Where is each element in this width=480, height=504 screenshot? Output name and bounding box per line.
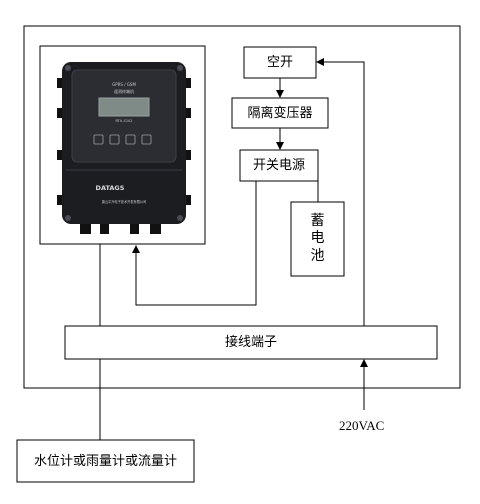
device-brand-logo: DATAGS: [96, 184, 125, 192]
device-top-label-1: GPRS / GSM: [112, 82, 136, 87]
terminal-to-air-switch-arrow: [316, 58, 365, 326]
battery-box: [290, 201, 345, 277]
switching-power-box: [239, 149, 319, 182]
isolation-transformer-label: 隔离变压器: [247, 105, 313, 121]
switching-power-label: 开关电源: [252, 158, 305, 173]
battery-char-2: 电: [310, 230, 325, 247]
device-screen-caption: RTU-S102: [115, 119, 132, 123]
air-switch-label: 空开: [266, 55, 293, 70]
battery-label: 蓄 电 池: [291, 202, 344, 276]
power-to-rtu-arrow: [132, 181, 257, 306]
rtu-device-image: GPRS / GSM 遥测终端机 RTU-S102 DATAGS 唐山平升电子技…: [57, 62, 191, 234]
outer-frame: [23, 25, 461, 389]
ac-input-label: 220VAC: [339, 418, 385, 433]
terminal-block-box: [64, 325, 438, 360]
sensor-label: 水位计或雨量计或流量计: [33, 453, 177, 469]
battery-char-3: 池: [310, 247, 325, 264]
isolation-transformer-box: [231, 97, 329, 129]
battery-char-1: 蓄: [310, 212, 325, 229]
device-maker: 唐山平升电子技术开发有限公司: [102, 199, 147, 204]
device-top-label-2: 遥测终端机: [114, 88, 134, 94]
sensor-box: [16, 439, 195, 483]
terminal-block-label: 接线端子: [224, 335, 277, 350]
